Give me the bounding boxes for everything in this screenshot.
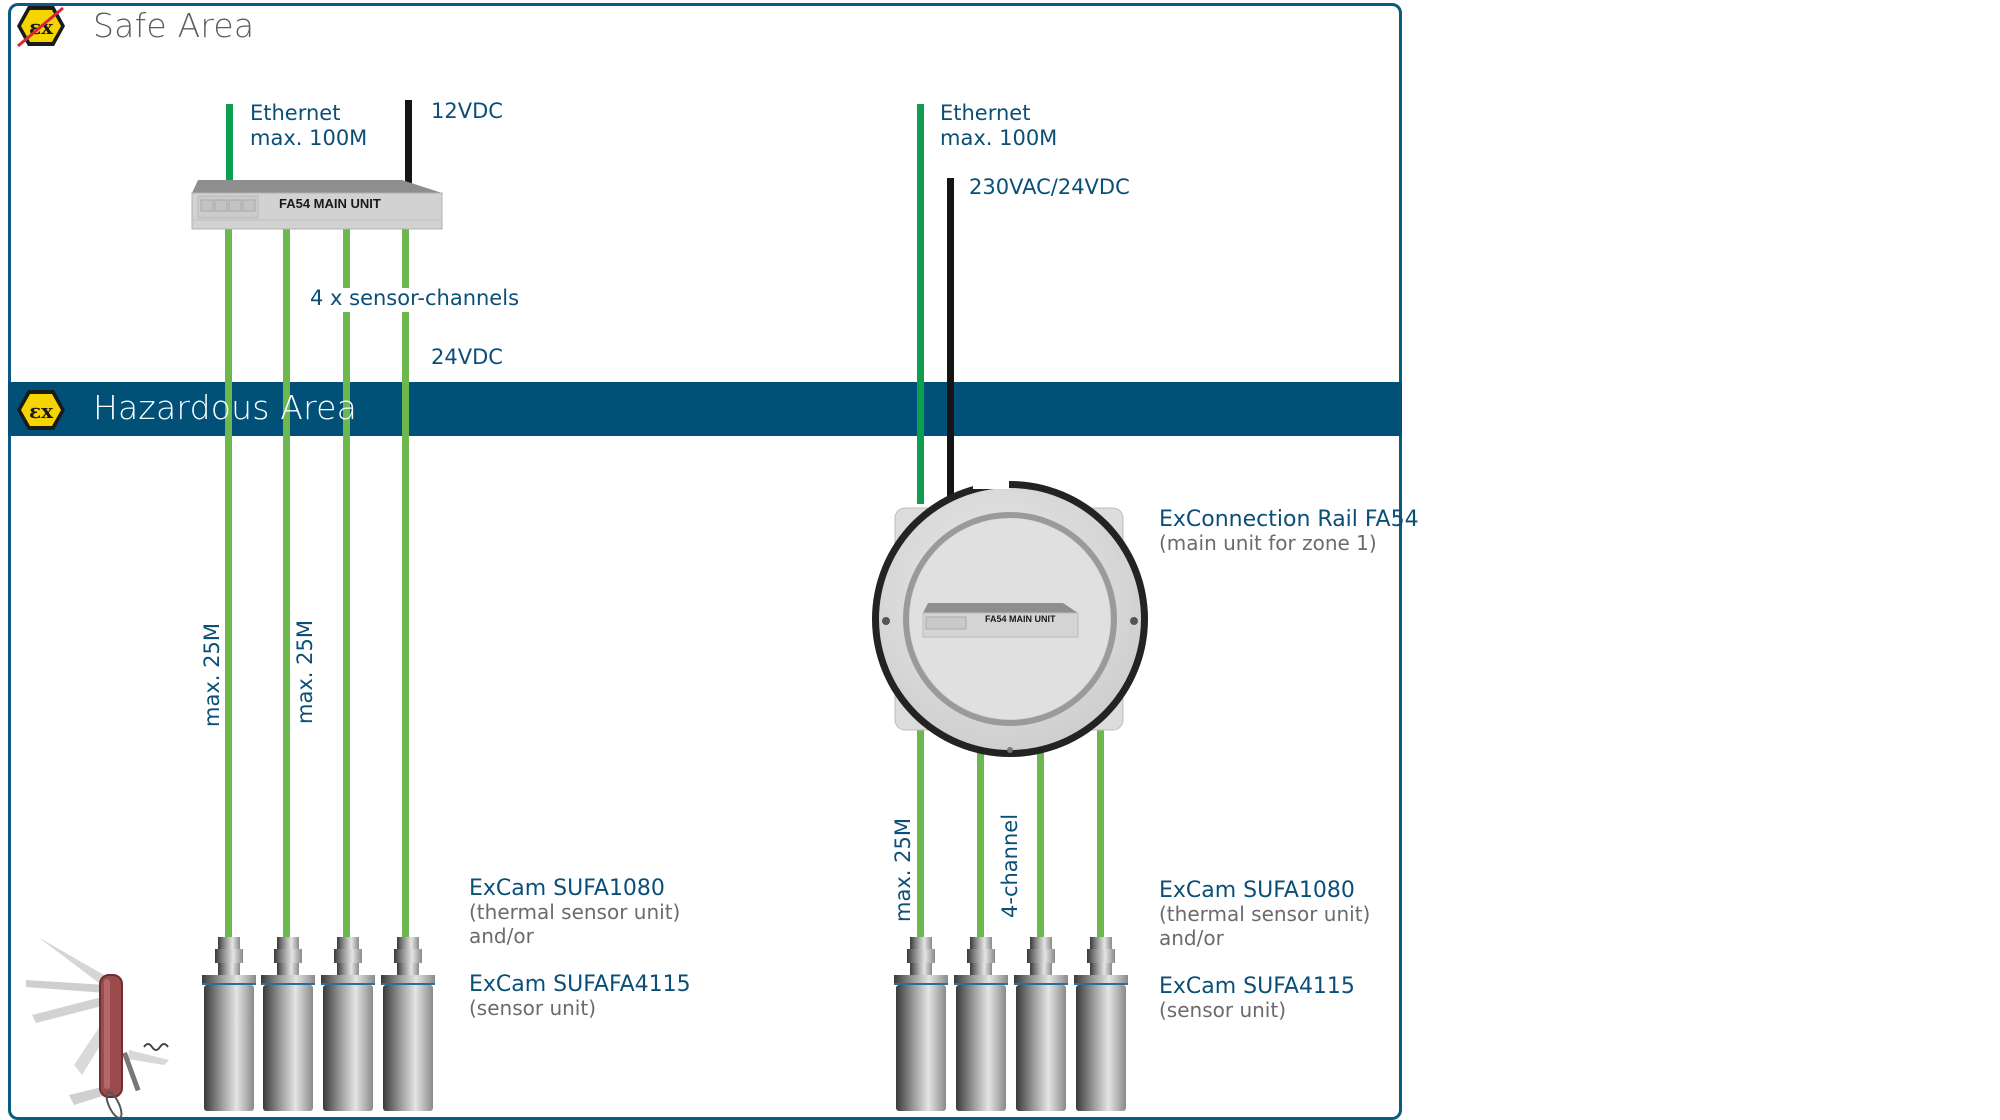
cable-length-label-left-2: max. 25M bbox=[293, 620, 317, 724]
ethernet-cable-left bbox=[226, 104, 233, 180]
left-sensor-unit-1 bbox=[202, 937, 256, 1111]
safe-area-title: Safe Area bbox=[93, 6, 255, 45]
ethernet-cable-right bbox=[917, 104, 924, 504]
ethernet-label-line1: Ethernet bbox=[940, 101, 1031, 125]
product-a-title-left: ExCam SUFA1080 bbox=[469, 876, 665, 901]
right-sensor-unit-4 bbox=[1074, 937, 1128, 1111]
ethernet-label-line1: Ethernet bbox=[250, 101, 341, 125]
hazardous-area-bar bbox=[8, 382, 1402, 436]
ethernet-label-right: Ethernet max. 100M bbox=[940, 101, 1057, 151]
ex-crossed-out-icon: εx bbox=[17, 6, 65, 48]
cable-length-label-right: max. 25M bbox=[891, 818, 915, 922]
product-b-title-right: ExCam SUFA4115 bbox=[1159, 974, 1355, 999]
right-sensor-unit-1 bbox=[894, 937, 948, 1111]
left-sensor-unit-4 bbox=[381, 937, 435, 1111]
sensor-cable-left-3 bbox=[343, 228, 350, 288]
conjunction-left: and/or bbox=[469, 924, 534, 948]
sensor-cable-right-2 bbox=[977, 740, 984, 943]
channels-label-left: 4 x sensor-channels bbox=[310, 286, 520, 310]
power-label-12vdc: 12VDC bbox=[431, 99, 503, 123]
power-cable-12vdc bbox=[405, 100, 412, 228]
swiss-army-knife-icon bbox=[26, 937, 169, 1119]
right-sensor-unit-2 bbox=[954, 937, 1008, 1111]
channels-label-right: 4-channel bbox=[998, 813, 1022, 918]
power-cable-230vac bbox=[947, 178, 954, 504]
sensor-cable-left-2 bbox=[283, 228, 290, 943]
left-sensor-unit-3 bbox=[321, 937, 375, 1111]
sensor-power-label-24vdc: 24VDC bbox=[431, 345, 503, 369]
sensor-cable-right-1 bbox=[917, 730, 924, 943]
power-label-230vac: 230VAC/24VDC bbox=[969, 175, 1130, 199]
exconnection-rail-enclosure bbox=[872, 481, 1148, 757]
sensor-cable-left-3b bbox=[343, 312, 350, 943]
sensor-cable-right-3 bbox=[1037, 740, 1044, 943]
cable-length-label-left-1: max. 25M bbox=[200, 623, 224, 727]
product-b-sub-right: (sensor unit) bbox=[1159, 998, 1286, 1022]
sensor-cable-left-4 bbox=[402, 228, 409, 288]
svg-text:εx: εx bbox=[29, 399, 54, 423]
ethernet-label-left: Ethernet max. 100M bbox=[250, 101, 367, 151]
enclosure-title: ExConnection Rail FA54 bbox=[1159, 507, 1419, 532]
main-unit-label-right: FA54 MAIN UNIT bbox=[985, 614, 1056, 624]
product-a-sub-right: (thermal sensor unit) bbox=[1159, 902, 1371, 926]
product-b-title-left: ExCam SUFAFA4115 bbox=[469, 972, 691, 997]
product-a-title-right: ExCam SUFA1080 bbox=[1159, 878, 1355, 903]
enclosure-sub: (main unit for zone 1) bbox=[1159, 531, 1377, 555]
right-sensor-unit-3 bbox=[1014, 937, 1068, 1111]
main-unit-label-left: FA54 MAIN UNIT bbox=[279, 196, 381, 211]
sensor-cable-left-1 bbox=[225, 228, 232, 943]
fa54-main-unit-device bbox=[191, 180, 443, 230]
conjunction-right: and/or bbox=[1159, 926, 1224, 950]
ethernet-label-line2: max. 100M bbox=[940, 126, 1058, 150]
product-b-sub-left: (sensor unit) bbox=[469, 996, 596, 1020]
sensor-cable-right-4 bbox=[1097, 730, 1104, 943]
product-a-sub-left: (thermal sensor unit) bbox=[469, 900, 681, 924]
ex-atex-icon: εx bbox=[17, 390, 65, 430]
hazardous-area-title: Hazardous Area bbox=[93, 388, 358, 427]
left-sensor-unit-2 bbox=[261, 937, 315, 1111]
sensor-cable-left-4b bbox=[402, 312, 409, 943]
ethernet-label-line2: max. 100M bbox=[250, 126, 368, 150]
